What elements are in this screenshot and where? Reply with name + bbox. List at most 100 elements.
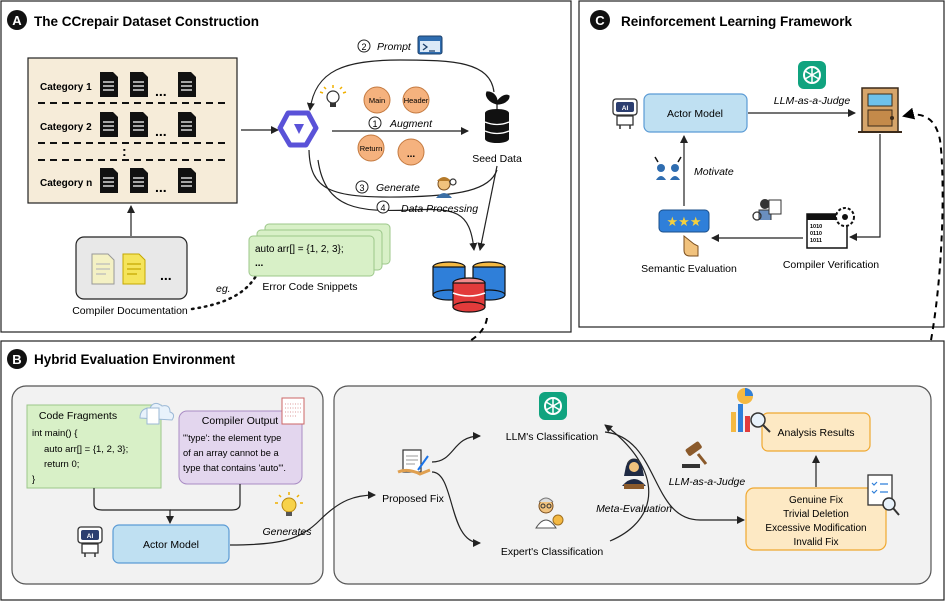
panel-c-title: Reinforcement Learning Framework	[621, 14, 853, 29]
seed-node-more: ...	[397, 138, 425, 166]
panel-b: B Hybrid Evaluation Environment Code Fra…	[0, 340, 945, 601]
eg-label: eg.	[216, 283, 231, 295]
checklist-magnifier-icon	[867, 474, 900, 516]
panel-c: C Reinforcement Learning Framework AI Ac…	[578, 0, 945, 328]
prompt-arrow	[306, 59, 495, 111]
panel-b-badge-letter: B	[12, 352, 21, 367]
fix-category-invalid: Invalid Fix	[793, 537, 838, 548]
code-fragments-title: Code Fragments	[39, 410, 117, 422]
analyst-icon	[752, 199, 782, 221]
code-line: }	[32, 474, 35, 485]
code-line: int main() {	[32, 428, 77, 439]
panel-c-badge-letter: C	[595, 13, 605, 28]
meta-evaluation-label: Meta-Evaluation	[596, 503, 672, 515]
b-actor-model-box	[112, 524, 230, 564]
compiler-output-line: "'type': the element type	[183, 433, 281, 443]
svg-text:AI: AI	[87, 533, 94, 540]
category-1-label: Category 1	[40, 82, 92, 93]
llm-judge-arrow	[604, 431, 745, 524]
generate-label: Generate	[376, 182, 420, 194]
qwen-logo-icon	[277, 110, 319, 148]
proposed-fix-icon	[397, 449, 431, 476]
svg-text:Header: Header	[404, 96, 429, 105]
snippet-code-line: auto arr[] = {1, 2, 3};	[255, 244, 344, 255]
document-icon	[178, 112, 196, 137]
document-lines	[103, 81, 192, 187]
panel-a-title: The CCrepair Dataset Construction	[34, 14, 259, 29]
snippet-ellipsis: ...	[255, 258, 264, 269]
judge-person-icon	[622, 458, 646, 489]
llm-classification-label: LLM's Classification	[506, 431, 599, 443]
data-processing-label: Data Processing	[401, 203, 478, 215]
document-icon	[100, 168, 118, 193]
eg-dotted-connector	[190, 274, 258, 311]
log-document-icon	[281, 397, 305, 425]
svg-text:1010: 1010	[810, 224, 822, 230]
category-separators	[38, 102, 228, 161]
category-n-label: Category n	[40, 178, 92, 189]
code-line: auto arr[] = {1, 2, 3};	[44, 444, 128, 455]
svg-text:AI: AI	[622, 105, 629, 112]
generates-arrow	[229, 491, 376, 546]
lightbulb-icon	[319, 85, 347, 107]
compiler-output-line: of an array cannot be a	[183, 448, 279, 458]
document-icon	[178, 72, 196, 97]
category-row-n: Category n	[40, 178, 92, 189]
compiler-verification-label: Compiler Verification	[783, 259, 879, 271]
compiler-documentation-label: Compiler Documentation	[72, 305, 188, 317]
category-2-label: Category 2	[40, 122, 92, 133]
fix-categories-box	[745, 487, 887, 551]
b-llm-as-judge-label: LLM-as-a-Judge	[669, 476, 746, 488]
category-row-1: Category 1	[40, 82, 92, 93]
c-llm-as-judge-label: LLM-as-a-Judge	[774, 95, 851, 107]
augment-step-number: 1	[372, 119, 377, 129]
c-actor-model-box	[643, 93, 748, 133]
seed-node-main: Main	[363, 86, 391, 114]
code-line: return 0;	[44, 459, 79, 470]
category-n-ellipsis: ...	[155, 179, 167, 195]
terminal-icon	[417, 35, 443, 55]
seed-node-return: Return	[357, 134, 385, 162]
data-processing-arrow	[317, 159, 478, 251]
seed-node-header: Header	[402, 86, 430, 114]
seed-data-label: Seed Data	[472, 153, 522, 165]
category-1-ellipsis: ...	[155, 83, 167, 99]
c-actor-model-label: Actor Model	[667, 108, 723, 120]
cloud-document-icon	[139, 402, 175, 425]
svg-text:Main: Main	[369, 96, 385, 105]
expert-classification-label: Expert's Classification	[501, 546, 604, 558]
document-icon	[130, 112, 148, 137]
category-vertical-dots: :	[122, 143, 127, 159]
b-actor-model-label: Actor Model	[143, 539, 199, 551]
colored-database-icon	[432, 261, 506, 313]
star-rating-icon: ★★★	[658, 209, 710, 257]
analysis-results-label: Analysis Results	[777, 427, 854, 439]
doc-ellipsis: ...	[160, 267, 172, 283]
panel-b-title: Hybrid Evaluation Environment	[34, 352, 236, 367]
category-2-ellipsis: ...	[155, 123, 167, 139]
svg-text:0110: 0110	[810, 231, 822, 237]
panel-a: A The CCrepair Dataset Construction Cate…	[0, 0, 572, 333]
expert-icon	[535, 497, 564, 529]
document-icons	[100, 72, 196, 193]
fix-category-trivial-deletion: Trivial Deletion	[783, 509, 849, 520]
doc-file-icon	[91, 253, 146, 285]
idea-bulb-icon	[275, 492, 303, 516]
fix-category-excessive-modification: Excessive Modification	[765, 523, 866, 534]
panel-a-badge-letter: A	[12, 13, 22, 28]
b-chatgpt-logo-icon	[539, 392, 567, 420]
document-icon	[130, 72, 148, 97]
compiler-verification-icon: 1010 0110 1011	[806, 207, 855, 249]
svg-text:...: ...	[407, 149, 416, 160]
prompt-label: Prompt	[377, 41, 412, 53]
document-icon	[130, 168, 148, 193]
document-icon	[100, 112, 118, 137]
processing-step-number: 4	[380, 203, 385, 213]
svg-text:Return: Return	[360, 144, 383, 153]
data-processing-worker-icon	[436, 177, 457, 198]
svg-text:★★★: ★★★	[667, 214, 702, 229]
compiler-output-line: type that contains 'auto'".	[183, 463, 286, 473]
generate-arc	[308, 149, 498, 198]
gavel-icon	[682, 441, 708, 468]
document-icon	[100, 72, 118, 97]
